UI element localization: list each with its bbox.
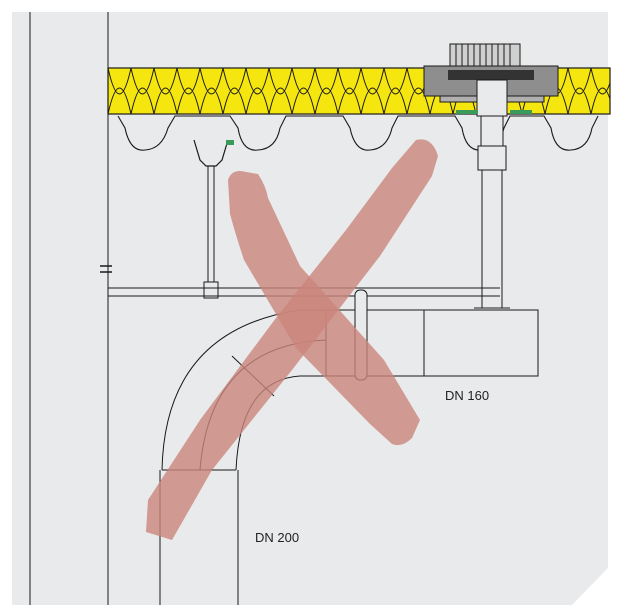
pipe-hanger bbox=[193, 139, 234, 299]
vertical-downpipe bbox=[474, 115, 510, 309]
roof-drain-icon bbox=[423, 43, 559, 117]
label-dn-200: DN 200 bbox=[255, 530, 299, 545]
metal-deck-profile bbox=[117, 115, 599, 151]
label-dn-160: DN 160 bbox=[445, 388, 489, 403]
cross-mark-icon bbox=[146, 139, 438, 541]
